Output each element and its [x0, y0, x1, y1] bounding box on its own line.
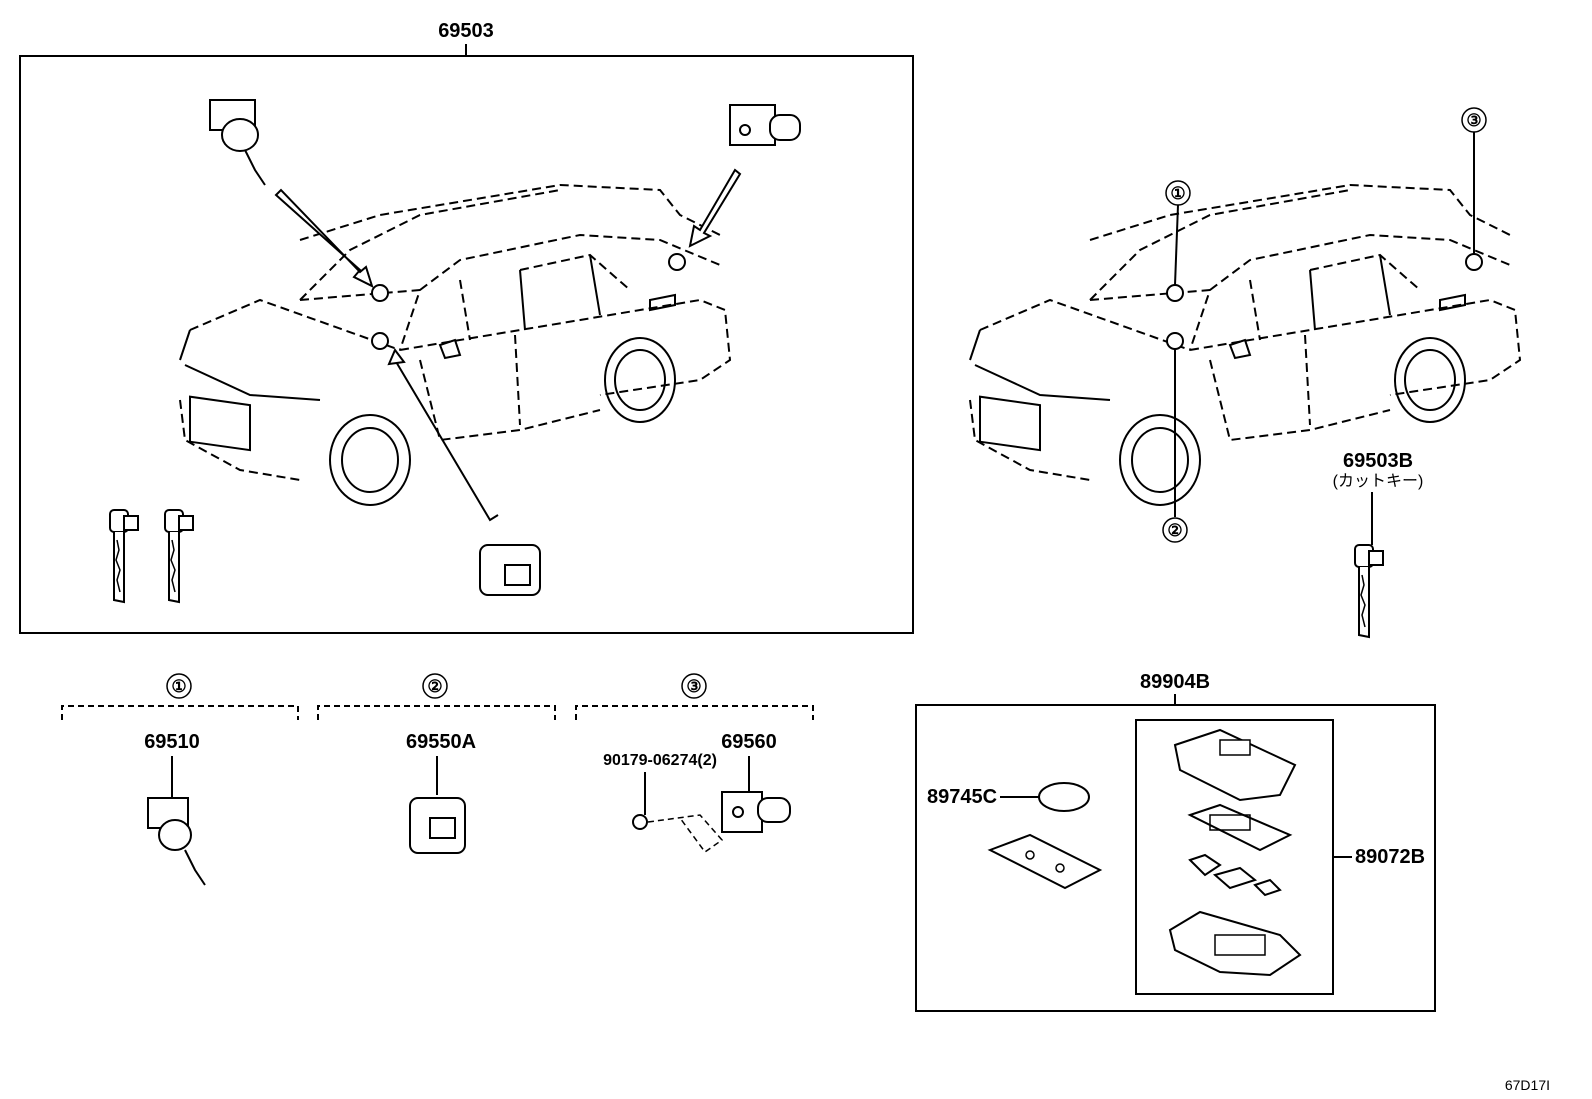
- battery-label: 89745C: [927, 786, 997, 808]
- ref-marker-3: ③: [686, 677, 701, 696]
- location-marker-rear: [668, 253, 686, 271]
- rear-lock-actuator-sketch: [729, 104, 801, 146]
- vehicle-right: [969, 184, 1521, 506]
- vehicle-left: [179, 184, 731, 506]
- part-69550A-label: 69550A: [406, 731, 476, 753]
- group-2-bracket: [317, 705, 556, 720]
- arrow-to-door-lock: [274, 188, 374, 288]
- battery-part: [1038, 782, 1090, 812]
- ignition-switch-sketch: [479, 544, 541, 596]
- part-69560-label: 69560: [721, 731, 777, 753]
- ref-marker-1: ①: [171, 677, 186, 696]
- ref-marker-2: ②: [427, 677, 442, 696]
- main-assembly-box: [19, 55, 914, 634]
- door-lock-cylinder-sketch: [209, 99, 266, 186]
- part-69510-label: 69510: [144, 731, 200, 753]
- cut-key-label: 69503B: [1343, 450, 1413, 472]
- rear-lock-actuator-part: [721, 791, 791, 833]
- cut-key-sketch: [1354, 544, 1384, 638]
- door-lock-cylinder-part: [147, 797, 206, 886]
- transmitter-case-label: 89072B: [1355, 846, 1425, 868]
- group-1-bracket: [61, 705, 299, 720]
- ref-marker-3-right: ③: [1466, 111, 1481, 130]
- transmitter-case-parts: [1168, 728, 1302, 977]
- gasket-part: [987, 833, 1103, 890]
- cut-key-note: (カットキー): [1333, 473, 1424, 490]
- ref-marker-2-right: ②: [1167, 521, 1182, 540]
- screw-part: [632, 814, 724, 854]
- ignition-switch-part: [409, 797, 466, 854]
- arrow-to-ignition-shaft: [394, 359, 499, 522]
- diagram-code: 67D17I: [1505, 1077, 1550, 1093]
- arrow-to-rear-lock: [688, 168, 742, 248]
- remote-assembly-label: 89904B: [1140, 671, 1210, 693]
- keys-in-box: [109, 509, 194, 603]
- location-marker-ignition: [371, 332, 389, 350]
- remote-assembly-box: [915, 704, 1436, 1012]
- part-screw-label: 90179-06274(2): [603, 752, 717, 769]
- group-3-bracket: [575, 705, 814, 720]
- main-assembly-label: 69503: [438, 20, 494, 42]
- ref-marker-1-right: ①: [1170, 184, 1185, 203]
- location-marker-front-door: [371, 284, 389, 302]
